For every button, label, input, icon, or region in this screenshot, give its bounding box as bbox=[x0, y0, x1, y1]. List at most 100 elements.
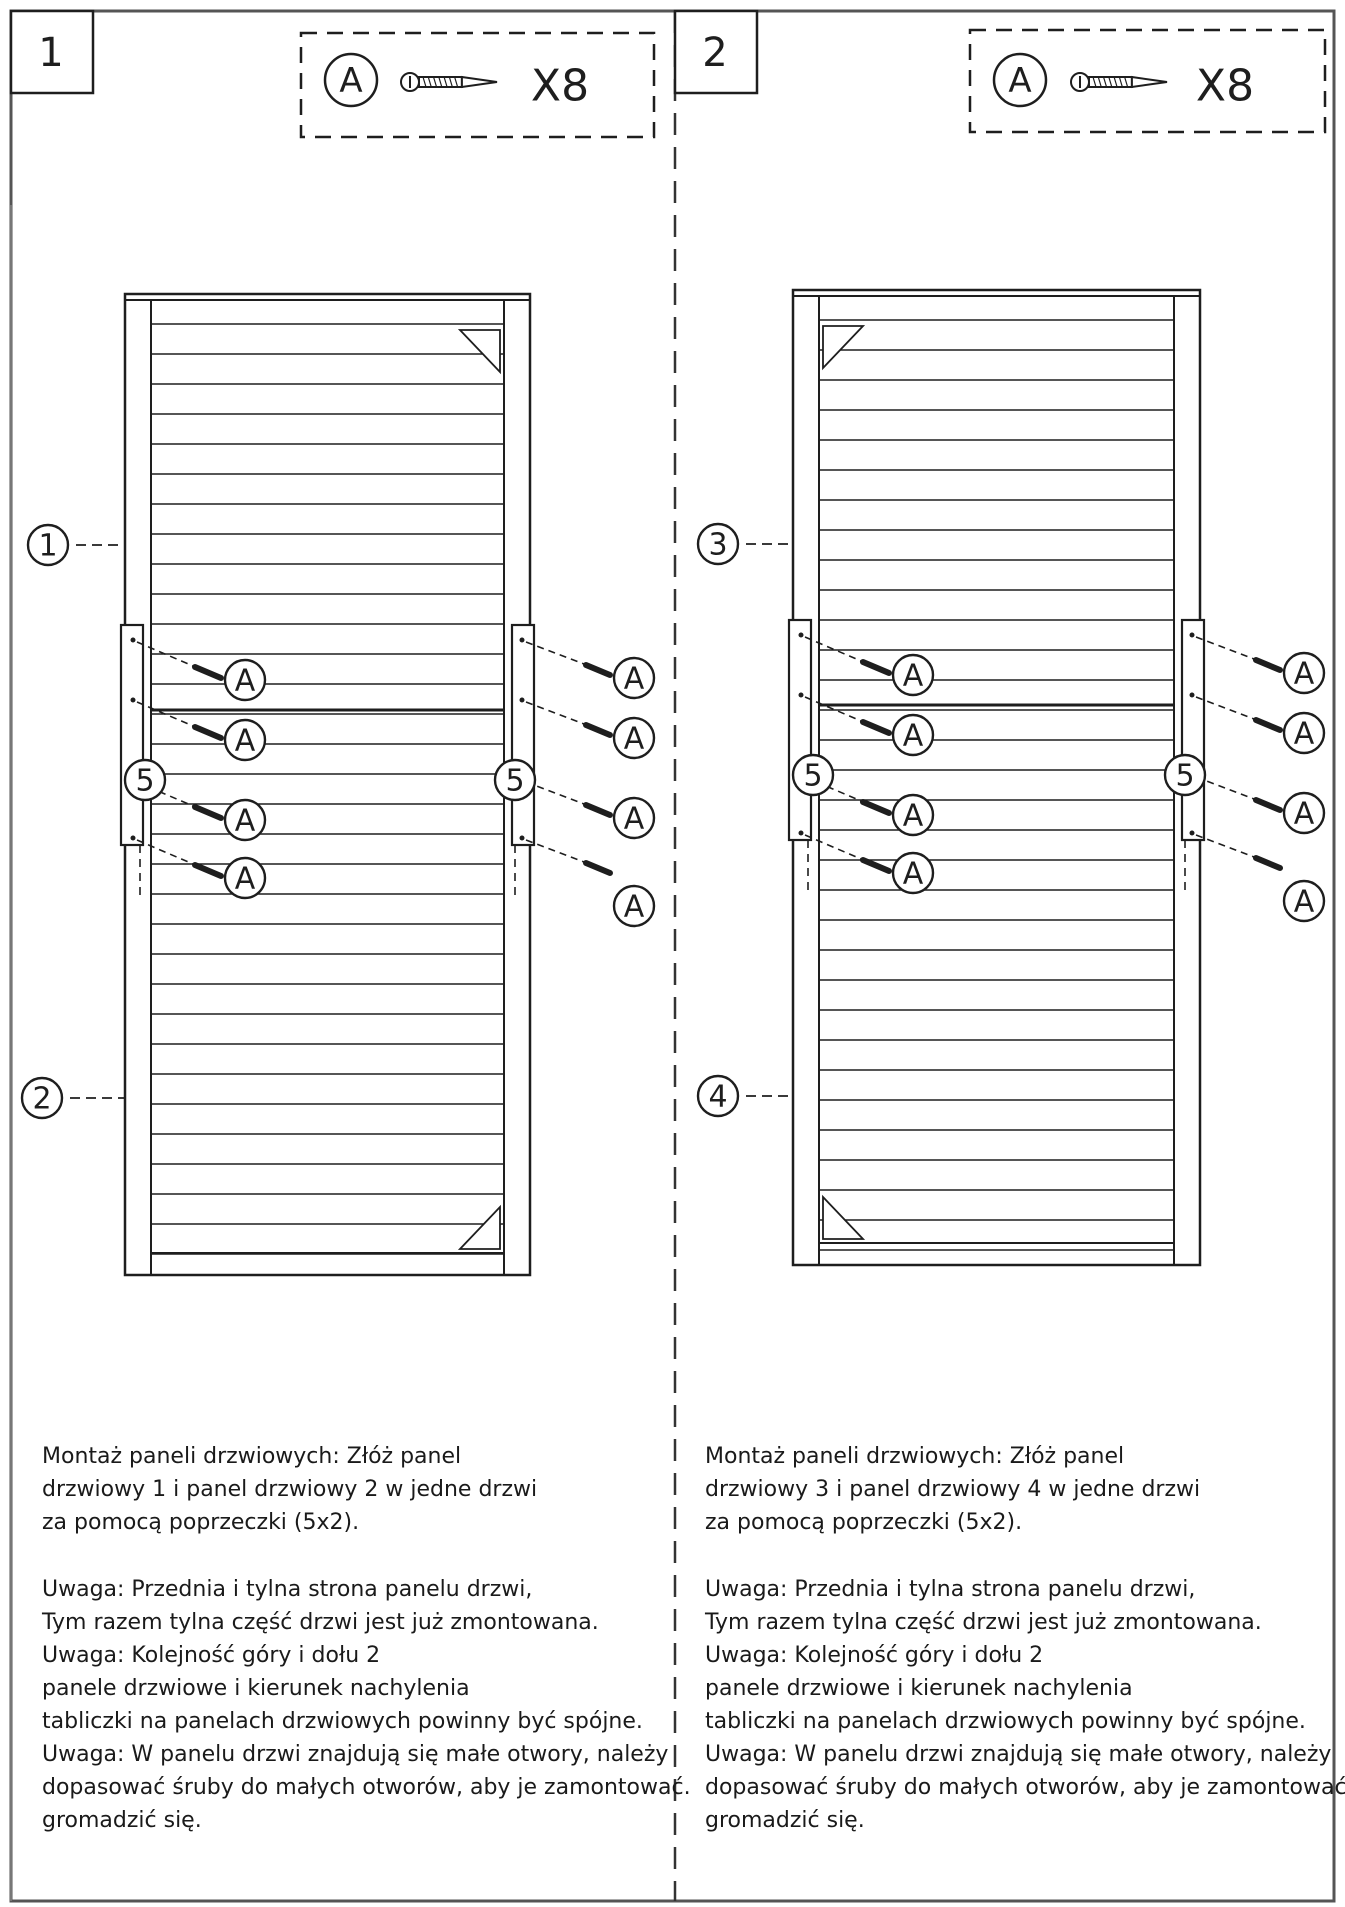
step-1-panel-bottom-callout: 2 bbox=[20, 1076, 64, 1120]
callout-circle bbox=[612, 716, 656, 760]
screw-hole bbox=[798, 830, 804, 836]
step-2-crossbar-callout-right-text: 5 bbox=[1175, 759, 1194, 794]
step-1-screw-left-1 bbox=[192, 664, 224, 681]
step-1-hardware-screw-icon bbox=[400, 72, 498, 92]
step-1-screw-callout-left-1: A bbox=[223, 658, 267, 702]
step-1-screw-callout-right-2-text: A bbox=[624, 722, 645, 757]
step-2-note-line: dopasować śruby do małych otworów, aby j… bbox=[705, 1775, 1345, 1800]
callout-circle bbox=[696, 1074, 740, 1118]
callout-circle bbox=[1282, 791, 1326, 835]
step-1-note-line: gromadzić się. bbox=[42, 1808, 202, 1833]
callout-circle bbox=[612, 656, 656, 700]
step-2-screw-callout-left-2: A bbox=[891, 713, 935, 757]
callout-circle bbox=[891, 653, 935, 697]
step-1-screw-callout-right-1-text: A bbox=[624, 662, 645, 697]
step-2-instructions: Montaż paneli drzwiowych: Złóż panel drz… bbox=[705, 1440, 1345, 1837]
step-2-note-line: panele drzwiowe i kierunek nachylenia bbox=[705, 1676, 1133, 1701]
step-2-panel-bottom-callout: 4 bbox=[696, 1074, 740, 1118]
step-1-panel-top-callout-text: 1 bbox=[38, 529, 57, 564]
callout-circle bbox=[612, 884, 656, 928]
step-1-screw-callout-right-4-text: A bbox=[624, 890, 645, 925]
step-2-panel-top-callout: 3 bbox=[696, 522, 740, 566]
callout-circle bbox=[493, 758, 537, 802]
step-1-screw-callout-right-3-text: A bbox=[624, 802, 645, 837]
step-1-screw-right-4 bbox=[583, 860, 613, 876]
step-1-screw-callout-left-3: A bbox=[223, 798, 267, 842]
screw-path bbox=[525, 781, 585, 805]
step-2-screw-callout-right-2: A bbox=[1282, 711, 1326, 755]
step-2-panel-top-callout-text: 3 bbox=[708, 528, 727, 563]
step-2-note-line: tabliczki na panelach drzwiowych powinny… bbox=[705, 1709, 1306, 1734]
step-1-instructions: Montaż paneli drzwiowych: Złóż panel drz… bbox=[42, 1440, 691, 1837]
screw-thread bbox=[448, 76, 453, 88]
step-1-screw-left-2 bbox=[192, 724, 224, 741]
step-2-screw-right-3 bbox=[1253, 797, 1283, 813]
step-2-note-line: Uwaga: Przednia i tylna strona panelu dr… bbox=[705, 1577, 1196, 1602]
step-1-screw-right-1 bbox=[583, 662, 613, 678]
step-2-hardware-callout: A bbox=[992, 52, 1048, 108]
step-1-screw-callout-left-2-text: A bbox=[235, 724, 256, 759]
step-2-screw-left-4 bbox=[860, 857, 892, 874]
step-1-right-crossbar bbox=[510, 623, 536, 847]
callout-circle bbox=[612, 796, 656, 840]
step-1-door-panel bbox=[119, 292, 613, 1277]
step-1-number-box bbox=[9, 9, 95, 95]
step-1-screw-callout-right-1: A bbox=[612, 656, 656, 700]
corner-brace bbox=[822, 325, 866, 371]
screw-hole bbox=[130, 835, 136, 841]
step-1-crossbar-callout-right-text: 5 bbox=[505, 764, 524, 799]
step-2-screw-callout-right-4: A bbox=[1282, 879, 1326, 923]
step-2-screw-callout-left-1: A bbox=[891, 653, 935, 697]
step-1-note-line: dopasować śruby do małych otworów, aby j… bbox=[42, 1775, 691, 1800]
callout-circle bbox=[26, 523, 70, 567]
step-2-number: 2 bbox=[702, 30, 727, 76]
screw-path bbox=[525, 701, 585, 725]
step-1-screw-callout-left-1-text: A bbox=[235, 664, 256, 699]
step-2-screw-right-1 bbox=[1253, 657, 1283, 673]
screw-path bbox=[804, 696, 862, 722]
screw-path bbox=[1195, 776, 1255, 800]
step-2-screw-callout-left-4: A bbox=[891, 851, 935, 895]
step-1-note-line: Uwaga: Przednia i tylna strona panelu dr… bbox=[42, 1577, 533, 1602]
callout-circle bbox=[1282, 711, 1326, 755]
step-2-screw-callout-right-2-text: A bbox=[1294, 717, 1315, 752]
step-2-screw-callout-left-3: A bbox=[891, 793, 935, 837]
step-1-hardware-box bbox=[299, 31, 656, 139]
step-1-note-line: tabliczki na panelach drzwiowych powinny… bbox=[42, 1709, 643, 1734]
step-2-screw-callout-right-1: A bbox=[1282, 651, 1326, 695]
step-2-crossbar-callout-right: 5 bbox=[1163, 753, 1207, 797]
step-2-left-crossbar bbox=[787, 618, 813, 842]
step-1-description-line: za pomocą poprzeczki (5x2). bbox=[42, 1510, 360, 1535]
step-2-screw-right-4 bbox=[1253, 855, 1283, 871]
step-2-screw-callout-right-1-text: A bbox=[1294, 657, 1315, 692]
screw-hole bbox=[130, 637, 136, 643]
step-2-note-line: Uwaga: W panelu drzwi znajdują się małe … bbox=[705, 1742, 1332, 1767]
screw-path bbox=[804, 834, 862, 860]
corner-brace bbox=[457, 1204, 501, 1250]
screw-hole bbox=[1189, 632, 1195, 638]
step-1-panel-top-callout: 1 bbox=[26, 523, 70, 567]
step-2-panel-bottom-callout-text: 4 bbox=[708, 1080, 727, 1115]
door-outline bbox=[123, 292, 532, 1277]
screw-thread bbox=[1097, 76, 1102, 88]
step-1-note-line: Uwaga: Kolejność góry i dołu 2 bbox=[42, 1643, 381, 1668]
callout-circle bbox=[696, 522, 740, 566]
screw-path bbox=[804, 776, 862, 802]
step-2-screw-callout-right-4-text: A bbox=[1294, 885, 1315, 920]
step-1-left-crossbar bbox=[119, 623, 145, 847]
callout-circle bbox=[223, 798, 267, 842]
step-2-screw-callout-left-1-text: A bbox=[903, 659, 924, 694]
step-2-note-line: gromadzić się. bbox=[705, 1808, 865, 1833]
step-1-number: 1 bbox=[38, 30, 63, 76]
screw-path bbox=[136, 839, 194, 865]
callout-circle bbox=[791, 753, 835, 797]
screw-hole bbox=[519, 697, 525, 703]
step-1-screw-right-3 bbox=[583, 802, 613, 818]
step-2-description-line: drzwiowy 3 i panel drzwiowy 4 w jedne dr… bbox=[705, 1477, 1201, 1502]
screw-thread bbox=[443, 76, 448, 88]
callout-circle bbox=[891, 851, 935, 895]
step-2-number-box bbox=[673, 9, 759, 95]
step-2-crossbar-callout-left-text: 5 bbox=[803, 759, 822, 794]
step-1-screw-callout-right-2: A bbox=[612, 716, 656, 760]
